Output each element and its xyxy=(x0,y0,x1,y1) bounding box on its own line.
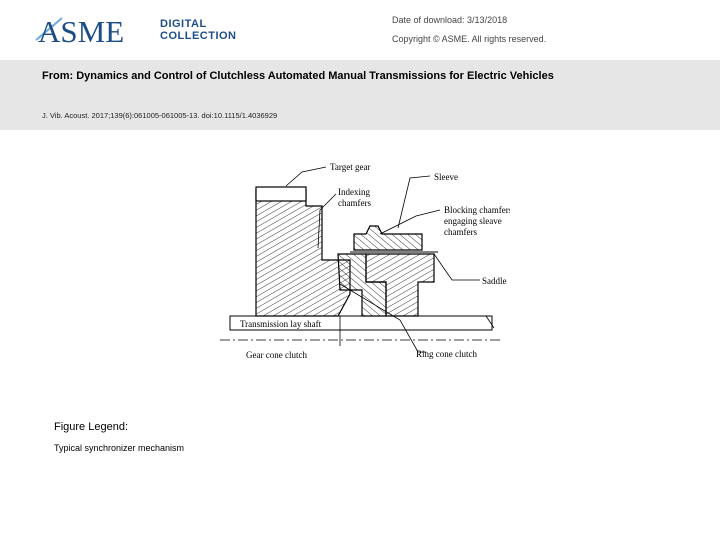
sleeve xyxy=(353,225,423,251)
article-citation: J. Vib. Acoust. 2017;139(6):061005-06100… xyxy=(42,111,278,120)
label-shaft: Transmission lay shaft xyxy=(240,319,322,329)
target-gear-teeth xyxy=(255,186,307,202)
label-gear-cone: Gear cone clutch xyxy=(246,350,307,360)
article-title: From: Dynamics and Control of Clutchless… xyxy=(42,70,554,82)
label-indexing-2: chamfers xyxy=(338,198,371,208)
label-blocking-3: chamfers xyxy=(444,227,477,237)
logo-sub-digital: DIGITAL xyxy=(160,18,207,30)
logo-text: ASME xyxy=(38,14,125,49)
figure-legend-text: Typical synchronizer mechanism xyxy=(54,443,185,453)
copyright: Copyright © ASME. All rights reserved. xyxy=(392,34,547,44)
figure-legend-heading: Figure Legend: xyxy=(54,421,128,433)
synchronizer-figure: Target gear Indexing chamfers Sleeve Blo… xyxy=(220,162,510,360)
article-banner: From: Dynamics and Control of Clutchless… xyxy=(0,60,720,130)
label-blocking-2: engaging sleave xyxy=(444,216,502,226)
asme-logo: ASME DIGITAL COLLECTION xyxy=(35,12,246,52)
label-sleeve: Sleeve xyxy=(434,172,458,182)
logo-sub-collection: COLLECTION xyxy=(160,30,237,42)
logo-subtitle: DIGITAL COLLECTION xyxy=(160,18,237,42)
label-target-gear: Target gear xyxy=(330,162,370,172)
label-ring-cone: Ring cone clutch xyxy=(416,349,477,359)
asme-swoosh-icon xyxy=(35,17,63,41)
download-date: Date of download: 3/13/2018 xyxy=(392,15,508,25)
label-saddle: Saddle xyxy=(482,276,507,286)
label-indexing-1: Indexing xyxy=(338,187,370,197)
leader-lines xyxy=(285,166,480,353)
lay-shaft xyxy=(220,315,500,341)
saddle xyxy=(365,253,435,317)
label-blocking-1: Blocking chamfers xyxy=(444,205,510,215)
target-gear xyxy=(255,189,351,317)
